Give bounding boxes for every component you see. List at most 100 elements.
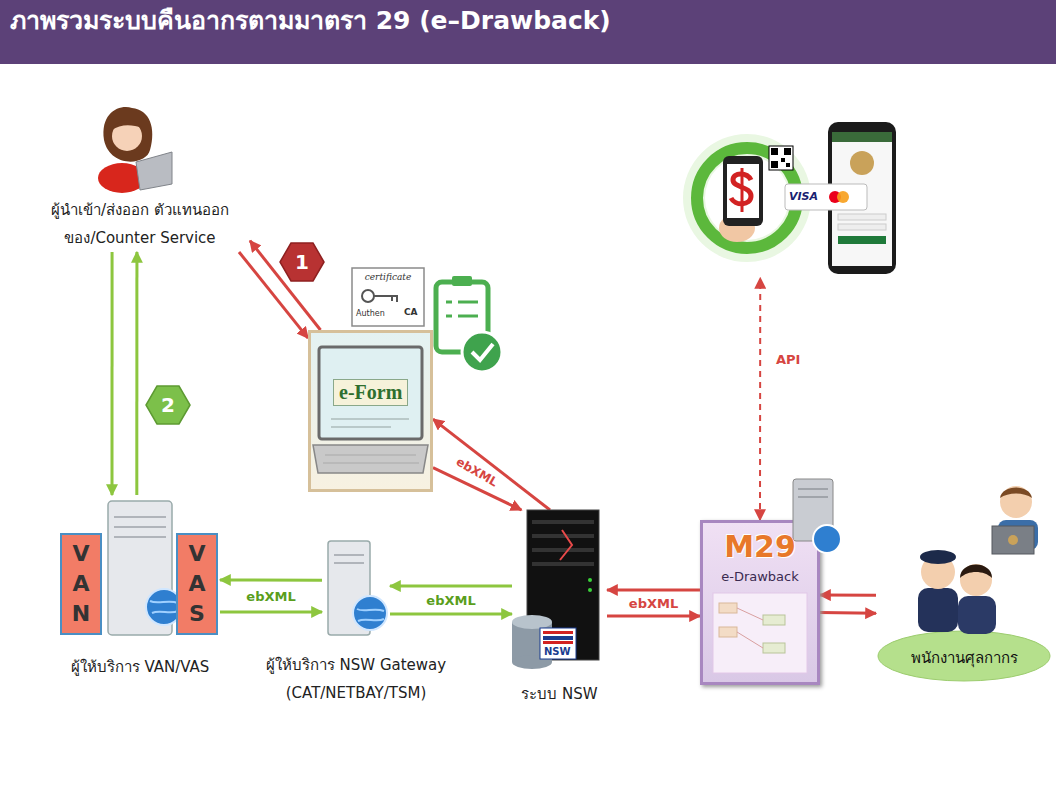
- illustration-rect: [719, 627, 737, 637]
- eform-screen: e-Form: [308, 330, 433, 492]
- card-brand: VISA: [789, 190, 818, 203]
- illustration-rect: [785, 184, 867, 210]
- connector-arrow: [390, 585, 512, 588]
- illustration-rect: [532, 534, 594, 538]
- server-caption: ผู้ให้บริการ VAN/VAS: [71, 655, 210, 679]
- connector-arrow: [111, 252, 114, 495]
- illustration-rect: [769, 146, 793, 170]
- illustration-line: [798, 488, 828, 490]
- vertical-letter-box: VAN: [60, 533, 102, 635]
- illustration-rect: [532, 548, 594, 552]
- system-name: M29: [703, 529, 817, 564]
- illustration-rect: [786, 163, 790, 167]
- illustration-rect: [543, 636, 573, 640]
- illustration-rect: [838, 236, 886, 244]
- actor-box: ผู้นำเข้า/ส่งออก ตัวแทนออกของ/Counter Se…: [30, 196, 250, 252]
- certificate-label: Authen: [356, 309, 385, 318]
- illustration-rect: [771, 148, 778, 155]
- certificate-label: CA: [404, 307, 418, 317]
- illustration-line: [798, 496, 828, 498]
- connector-arrow: [820, 611, 876, 615]
- illustration-circle: [1000, 486, 1032, 518]
- illustration-circle: [362, 290, 374, 302]
- van-vas-server: VANVASผู้ให้บริการ VAN/VAS: [60, 495, 220, 640]
- callout-number: 2: [161, 393, 175, 417]
- illustration-line: [334, 562, 364, 564]
- illustration-path: [472, 344, 493, 360]
- illustration-rect: [713, 593, 807, 673]
- illustration-rect: [771, 161, 778, 168]
- customs-staff-ellipse: พนักงานศุลกากร: [876, 480, 1052, 682]
- illustration-rect: [532, 520, 594, 524]
- illustration-line: [114, 516, 166, 518]
- illustration-line: [741, 168, 744, 212]
- logo-text: NSW: [542, 646, 573, 657]
- server-caption: ผู้ให้บริการ NSW Gateway (CAT/NETBAY/TSM…: [240, 651, 472, 707]
- illustration-circle: [353, 596, 387, 630]
- edge-label: ebXML: [243, 589, 298, 604]
- eform-screen-art: [311, 333, 430, 489]
- actor-label: ผู้นำเข้า/ส่งออก ตัวแทนออกของ/Counter Se…: [30, 196, 250, 252]
- nsw-system-rack: NSWระบบ NSW: [512, 510, 607, 670]
- illustration-line: [374, 295, 398, 297]
- vertical-letter-box: VAS: [176, 533, 218, 635]
- illustration-line: [458, 315, 478, 318]
- illustration-rect: [723, 156, 763, 226]
- checklist-icon: [436, 276, 502, 372]
- connector-arrow: [607, 588, 700, 591]
- system-subtitle: e-Drawback: [703, 569, 817, 584]
- illustration-path: [150, 601, 178, 613]
- illustration-rect: [727, 164, 759, 218]
- illustration-rect: [958, 596, 996, 634]
- connector-arrow: [220, 578, 322, 581]
- edge-label: ebXML: [626, 595, 681, 610]
- callout-hexagon: [146, 243, 324, 424]
- screen-title: e-Form: [333, 379, 408, 406]
- illustration-path: [960, 565, 992, 579]
- edge-label: API: [773, 352, 803, 367]
- connector-arrow: [390, 612, 512, 615]
- gateway-server-art: [322, 535, 390, 640]
- illustration-line: [114, 536, 166, 538]
- illustration-polygon: [146, 386, 190, 424]
- user-figure: [98, 107, 172, 193]
- certificate-label: certificate: [365, 272, 412, 282]
- gateway-server: ผู้ให้บริการ NSW Gateway (CAT/NETBAY/TSM…: [322, 535, 390, 640]
- illustration-rect: [763, 643, 785, 653]
- illustration-circle: [462, 332, 502, 372]
- connector-arrow: [135, 252, 138, 495]
- illustration-circle: [588, 588, 592, 592]
- payment-app-circle: VISA: [685, 118, 900, 278]
- illustration-path: [560, 530, 572, 560]
- illustration-polygon: [313, 445, 428, 473]
- illustration-line: [737, 632, 763, 648]
- illustration-rect: [540, 628, 576, 659]
- edge-label: ebXML: [451, 453, 503, 491]
- connector-arrow: [607, 615, 700, 618]
- illustration-rect: [992, 526, 1034, 554]
- illustration-path: [103, 107, 152, 162]
- illustration-line: [323, 463, 419, 464]
- diagram-title: ภาพรวมระบบคืนอากรตามมาตรา 29 (e–Drawback…: [0, 0, 1056, 40]
- illustration-circle: [960, 564, 992, 596]
- dashed-connector: [759, 278, 761, 520]
- illustration-line: [334, 554, 364, 556]
- illustration-rect: [838, 224, 886, 230]
- illustration-circle: [1008, 535, 1018, 545]
- illustration-rect: [918, 588, 958, 632]
- illustration-path: [357, 609, 384, 621]
- illustration-circle: [850, 151, 874, 175]
- illustration-ellipse: [920, 550, 956, 564]
- illustration-line: [391, 296, 393, 301]
- illustration-rect: [452, 276, 472, 286]
- m29-system-box: M29 e-Drawback: [700, 520, 820, 685]
- illustration-line: [737, 608, 763, 620]
- staff-label: พนักงานศุลกากร: [876, 646, 1052, 670]
- edge-label: ebXML: [423, 593, 478, 608]
- illustration-rect: [719, 603, 737, 613]
- illustration-line: [331, 426, 391, 428]
- illustration-line: [446, 301, 452, 304]
- illustration-rect: [532, 562, 594, 566]
